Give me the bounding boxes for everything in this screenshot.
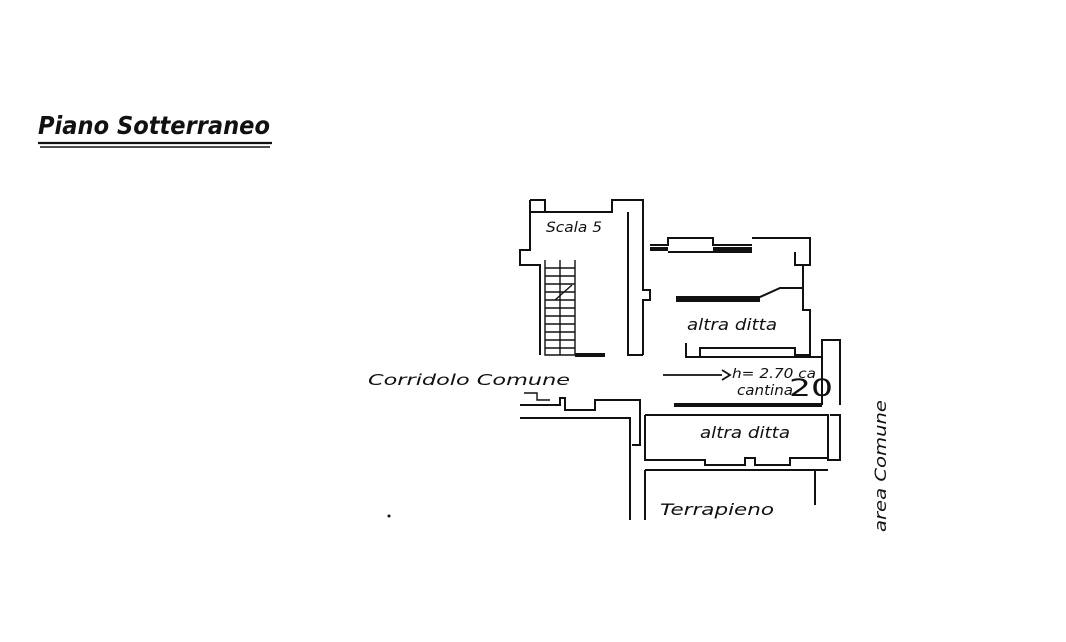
lower-room-walls	[644, 414, 841, 520]
corridor-label: Corridolo Comune	[368, 371, 570, 389]
cellar-number: 20	[789, 374, 833, 402]
height-label: h= 2.70 ca	[732, 367, 816, 382]
corridor-arrow	[663, 369, 732, 381]
upper-room-walls	[650, 237, 811, 358]
upper-room-label: altra ditta	[687, 315, 777, 334]
common-area-label: area Comune	[871, 400, 890, 532]
stray-dot	[387, 514, 391, 518]
stair-label: Scala 5	[546, 220, 602, 236]
fill-label: Terrapieno	[660, 500, 774, 519]
lower-room-label: altra ditta	[700, 423, 790, 442]
stair-treads	[544, 260, 605, 357]
cellar-label: cantina	[737, 383, 793, 399]
cellar-walls	[520, 339, 841, 520]
plan-title: Piano Sotterraneo	[38, 111, 270, 140]
stair-walls	[519, 199, 651, 356]
